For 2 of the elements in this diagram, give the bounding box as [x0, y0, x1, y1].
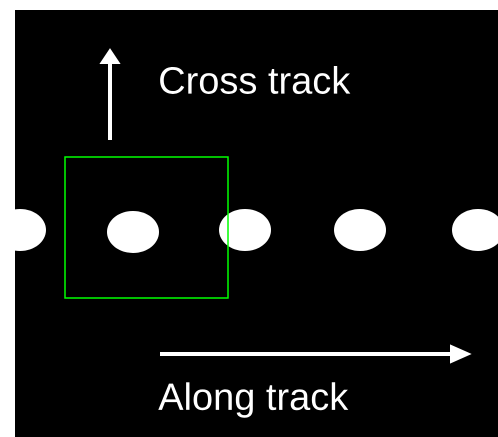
- direction-label: Along track: [158, 382, 348, 418]
- direction-label: Cross track: [160, 66, 350, 94]
